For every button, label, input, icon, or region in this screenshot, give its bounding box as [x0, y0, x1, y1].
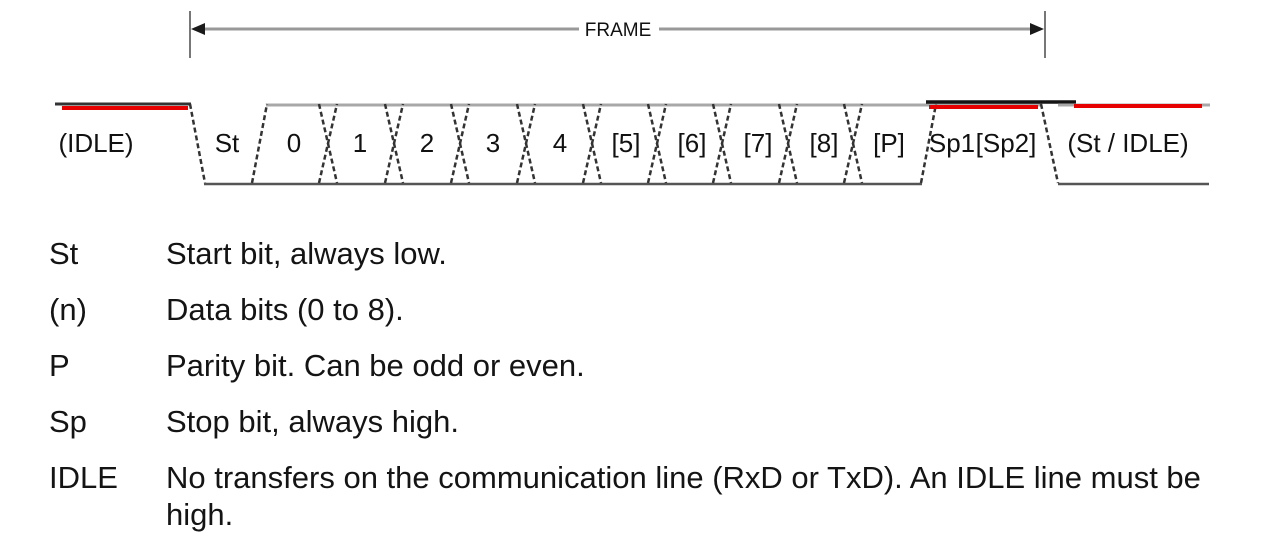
rise-parity-to-stop	[919, 103, 938, 184]
legend-row-idle: IDLE No transfers on the communication li…	[49, 459, 1251, 533]
legend-row-n: (n) Data bits (0 to 8).	[49, 291, 1251, 328]
legend-term: Sp	[49, 404, 87, 439]
waveform-labels: (IDLE) St 0 1 2 3 4 [5] [6] [7] [8] [P] …	[58, 128, 1188, 158]
segment-label-sp1: Sp1	[929, 128, 975, 158]
arrowhead-left-icon	[191, 23, 205, 35]
legend-term: P	[49, 348, 70, 383]
legend-row-st: St Start bit, always low.	[49, 235, 1251, 272]
waveform	[55, 100, 1210, 186]
frame-timing-diagram: FRAME	[55, 11, 1210, 186]
legend-row-sp: Sp Stop bit, always high.	[49, 403, 1251, 440]
legend-term: St	[49, 236, 79, 271]
legend-term: IDLE	[49, 460, 118, 495]
segment-label-bit6: [6]	[678, 128, 707, 158]
segment-label-bit7: [7]	[744, 128, 773, 158]
segment-label-bit5: [5]	[612, 128, 641, 158]
end-falling-edge	[1039, 103, 1060, 184]
legend-description: No transfers on the communication line (…	[166, 460, 1201, 532]
segment-label-bit3: 3	[486, 128, 500, 158]
segment-label-sp2: [Sp2]	[976, 128, 1037, 158]
frame-label: FRAME	[585, 20, 652, 41]
segment-label-bit2: 2	[420, 128, 434, 158]
legend-description: Data bits (0 to 8).	[166, 292, 404, 327]
segment-label-st: St	[215, 128, 240, 158]
segment-label-st-idle: (St / IDLE)	[1067, 128, 1188, 158]
segment-label-bit8: [8]	[810, 128, 839, 158]
legend-description: Start bit, always low.	[166, 236, 447, 271]
legend: St Start bit, always low. (n) Data bits (0…	[49, 235, 1251, 538]
segment-label-idle: (IDLE)	[58, 128, 133, 158]
legend-description: Parity bit. Can be odd or even.	[166, 348, 585, 383]
arrowhead-right-icon	[1030, 23, 1044, 35]
bit-transitions	[317, 103, 864, 184]
legend-term: (n)	[49, 292, 87, 327]
rise-st-to-data	[250, 103, 269, 184]
legend-row-p: P Parity bit. Can be odd or even.	[49, 347, 1251, 384]
segment-label-parity: [P]	[873, 128, 905, 158]
segment-label-bit4: 4	[553, 128, 567, 158]
segment-label-bit0: 0	[287, 128, 301, 158]
legend-description: Stop bit, always high.	[166, 404, 459, 439]
frame-dimension-arrow: FRAME	[189, 11, 1046, 58]
start-falling-edge	[188, 103, 207, 184]
segment-label-bit1: 1	[353, 128, 367, 158]
